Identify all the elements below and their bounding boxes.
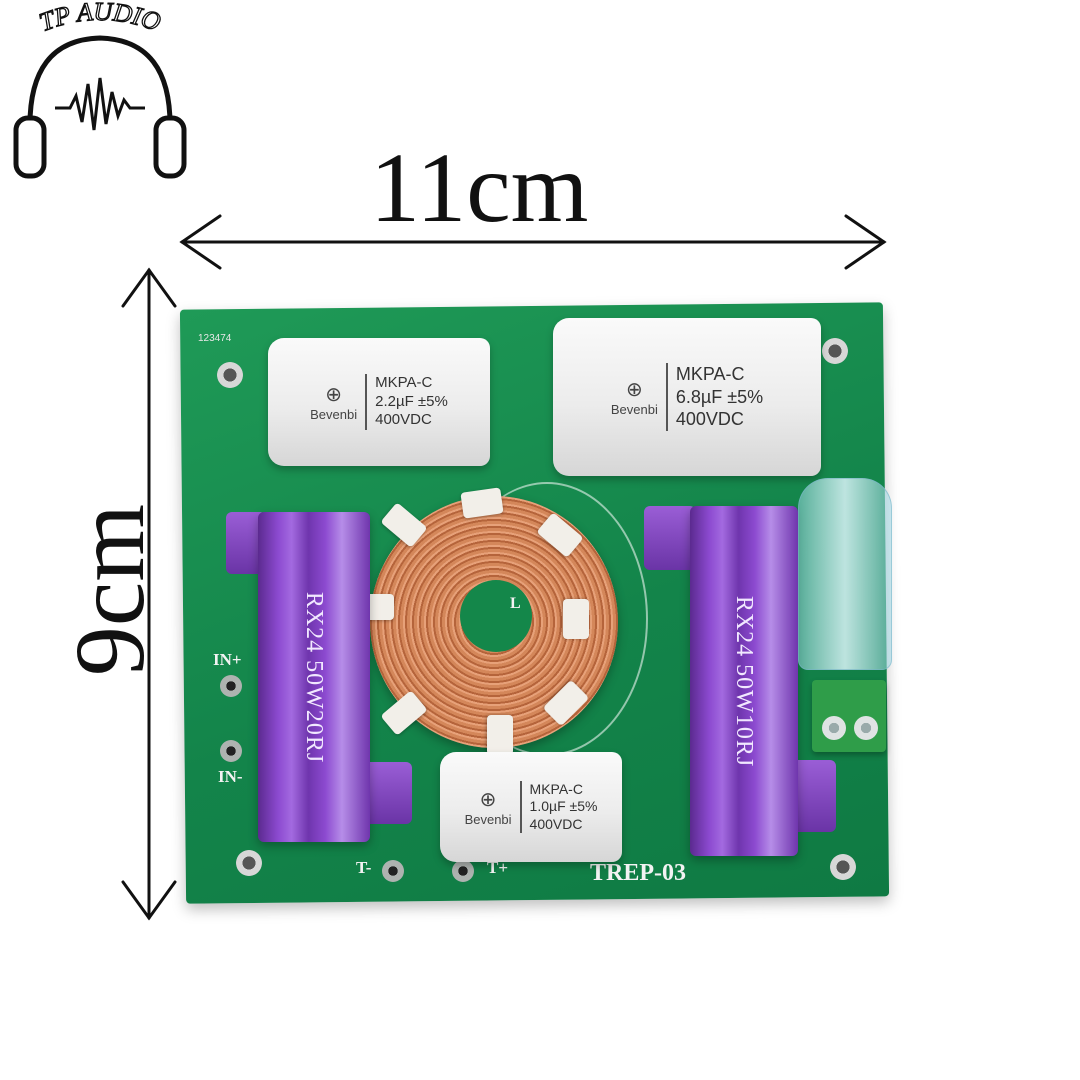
cable-tie: [460, 487, 504, 519]
resistor-20r-label: RX24 50W20RJ: [301, 591, 328, 763]
tp-audio-logo: [13, 35, 187, 179]
capacitor-value: 6.8µF ±5%: [675, 386, 764, 407]
label-t-minus: T-: [356, 858, 372, 877]
label-t-plus: T+: [487, 858, 509, 877]
resistor-10r-label: RX24 50W10RJ: [731, 595, 758, 767]
resistor-10r: RX24 50W10RJ: [690, 506, 798, 856]
t-plus-pad: [452, 860, 474, 882]
capacitor-voltage: 400VDC: [529, 815, 583, 832]
capacitor-brand: ⊕ Bevenbi: [310, 382, 357, 422]
bevenbi-logo-icon: ⊕: [479, 789, 497, 811]
resistor-mount-tab: [644, 506, 696, 570]
cable-tie: [487, 715, 513, 755]
label-in-plus: IN+: [213, 650, 242, 669]
bevenbi-logo-icon: ⊕: [625, 379, 643, 401]
in-plus-pad: [220, 675, 242, 697]
mounting-hole: [830, 854, 856, 880]
capacitor-brand-name: Bevenbi: [464, 812, 512, 827]
resistor-mount-tab: [792, 760, 836, 832]
capacitor-brand: ⊕ Bevenbi: [611, 377, 658, 417]
width-arrow-right-head: [844, 214, 887, 270]
capacitor-spec: MKPA-C 1.0µF ±5% 400VDC: [519, 780, 598, 834]
capacitor-1-0uf: ⊕ Bevenbi MKPA-C 1.0µF ±5% 400VDC: [440, 752, 622, 862]
capacitor-value: 1.0µF ±5%: [529, 798, 598, 815]
t-minus-pad: [382, 860, 404, 882]
tweeter-terminal-block: [812, 680, 886, 752]
mounting-hole: [236, 850, 262, 876]
resistor-20r: RX24 50W20RJ: [258, 512, 370, 842]
capacitor-value: 2.2µF ±5%: [375, 392, 448, 410]
inductor-label: L: [510, 595, 521, 612]
cable-tie: [563, 599, 589, 639]
mounting-hole: [822, 338, 848, 364]
bevenbi-logo-icon: ⊕: [325, 384, 342, 406]
capacitor-brand-name: Bevenbi: [610, 402, 658, 417]
pcb-serial: 123474: [198, 333, 232, 344]
capacitor-type: MKPA-C: [529, 780, 583, 797]
capacitor-spec: MKPA-C 6.8µF ±5% 400VDC: [665, 363, 764, 431]
label-in-minus: IN-: [218, 767, 243, 786]
coil-center: [460, 580, 532, 652]
mounting-hole: [217, 362, 243, 388]
in-minus-pad: [220, 740, 242, 762]
capacitor-voltage: 400VDC: [675, 409, 744, 430]
height-arrow-top-head: [121, 267, 177, 308]
capacitor-2-2uf: ⊕ Bevenbi MKPA-C 2.2µF ±5% 400VDC: [268, 338, 490, 466]
width-dimension-label: 11cm: [370, 132, 589, 243]
width-arrow-left-head: [179, 214, 222, 270]
terminal-screw: [822, 716, 846, 740]
headphones-waveform-icon: [13, 35, 187, 179]
capacitor-brand-name: Bevenbi: [310, 407, 358, 422]
board-model-label: TREP-03: [590, 860, 686, 886]
capacitor-voltage: 400VDC: [375, 411, 432, 429]
protection-bulb: [798, 478, 892, 670]
capacitor-6-8uf: ⊕ Bevenbi MKPA-C 6.8µF ±5% 400VDC: [553, 318, 821, 476]
logo-text: TP AUDIO: [0, 0, 200, 70]
capacitor-spec: MKPA-C 2.2µF ±5% 400VDC: [365, 373, 448, 431]
terminal-screw: [854, 716, 878, 740]
capacitor-type: MKPA-C: [675, 364, 745, 385]
height-dimension-label: 9cm: [54, 503, 165, 677]
capacitor-type: MKPA-C: [375, 373, 433, 391]
height-arrow-bottom-head: [121, 880, 177, 921]
capacitor-brand: ⊕ Bevenbi: [465, 787, 512, 827]
